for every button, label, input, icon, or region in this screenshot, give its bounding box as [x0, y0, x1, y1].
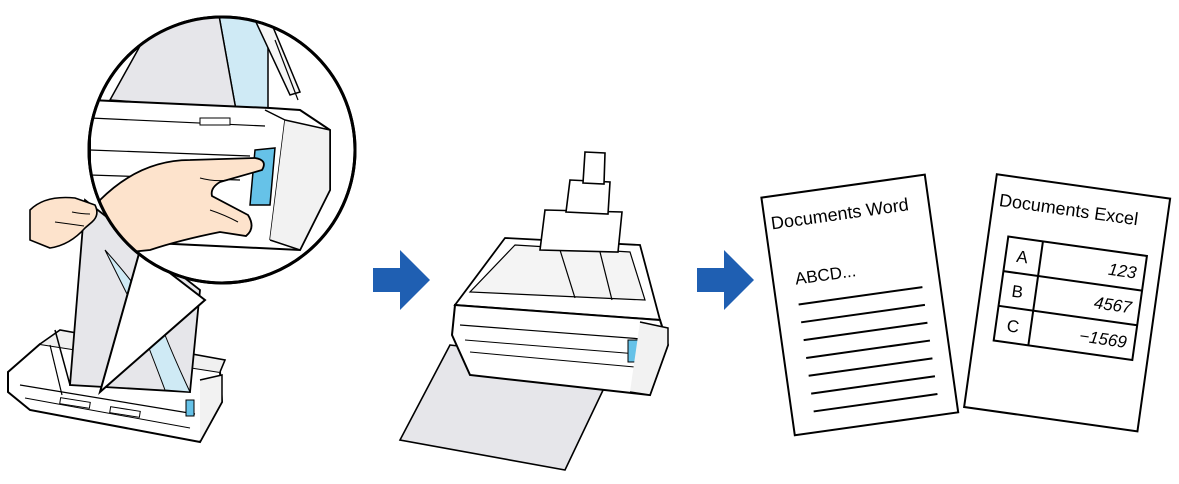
magnifier-icon: [87, 15, 357, 285]
scan-button-icon: [185, 399, 195, 417]
right-arrow-icon: [697, 250, 754, 310]
excel-table: A 123 B 4567 C −1569: [992, 235, 1149, 362]
excel-row-value: 123: [1107, 260, 1138, 283]
word-doc-text-lines: [798, 286, 938, 413]
step-load-and-press: 3: [7, 15, 357, 444]
excel-row-label: C: [1006, 316, 1021, 337]
excel-document-icon: Documents Excel A 123 B 4567 C −1569: [962, 173, 1172, 433]
scan-button-highlight-icon: [249, 147, 276, 206]
scanner-feeding-paper-icon: [398, 151, 670, 471]
step-output-documents: Documents Word ABCD... Documents Excel: [760, 173, 1172, 437]
right-arrow-icon: [373, 250, 430, 310]
word-document-icon: Documents Word ABCD...: [760, 173, 960, 437]
excel-row-label: B: [1010, 282, 1024, 302]
pressing-finger-icon: [99, 157, 265, 256]
holding-hand-icon: [29, 196, 98, 249]
excel-row-label: A: [1015, 247, 1030, 267]
step-scanning: [398, 151, 670, 471]
